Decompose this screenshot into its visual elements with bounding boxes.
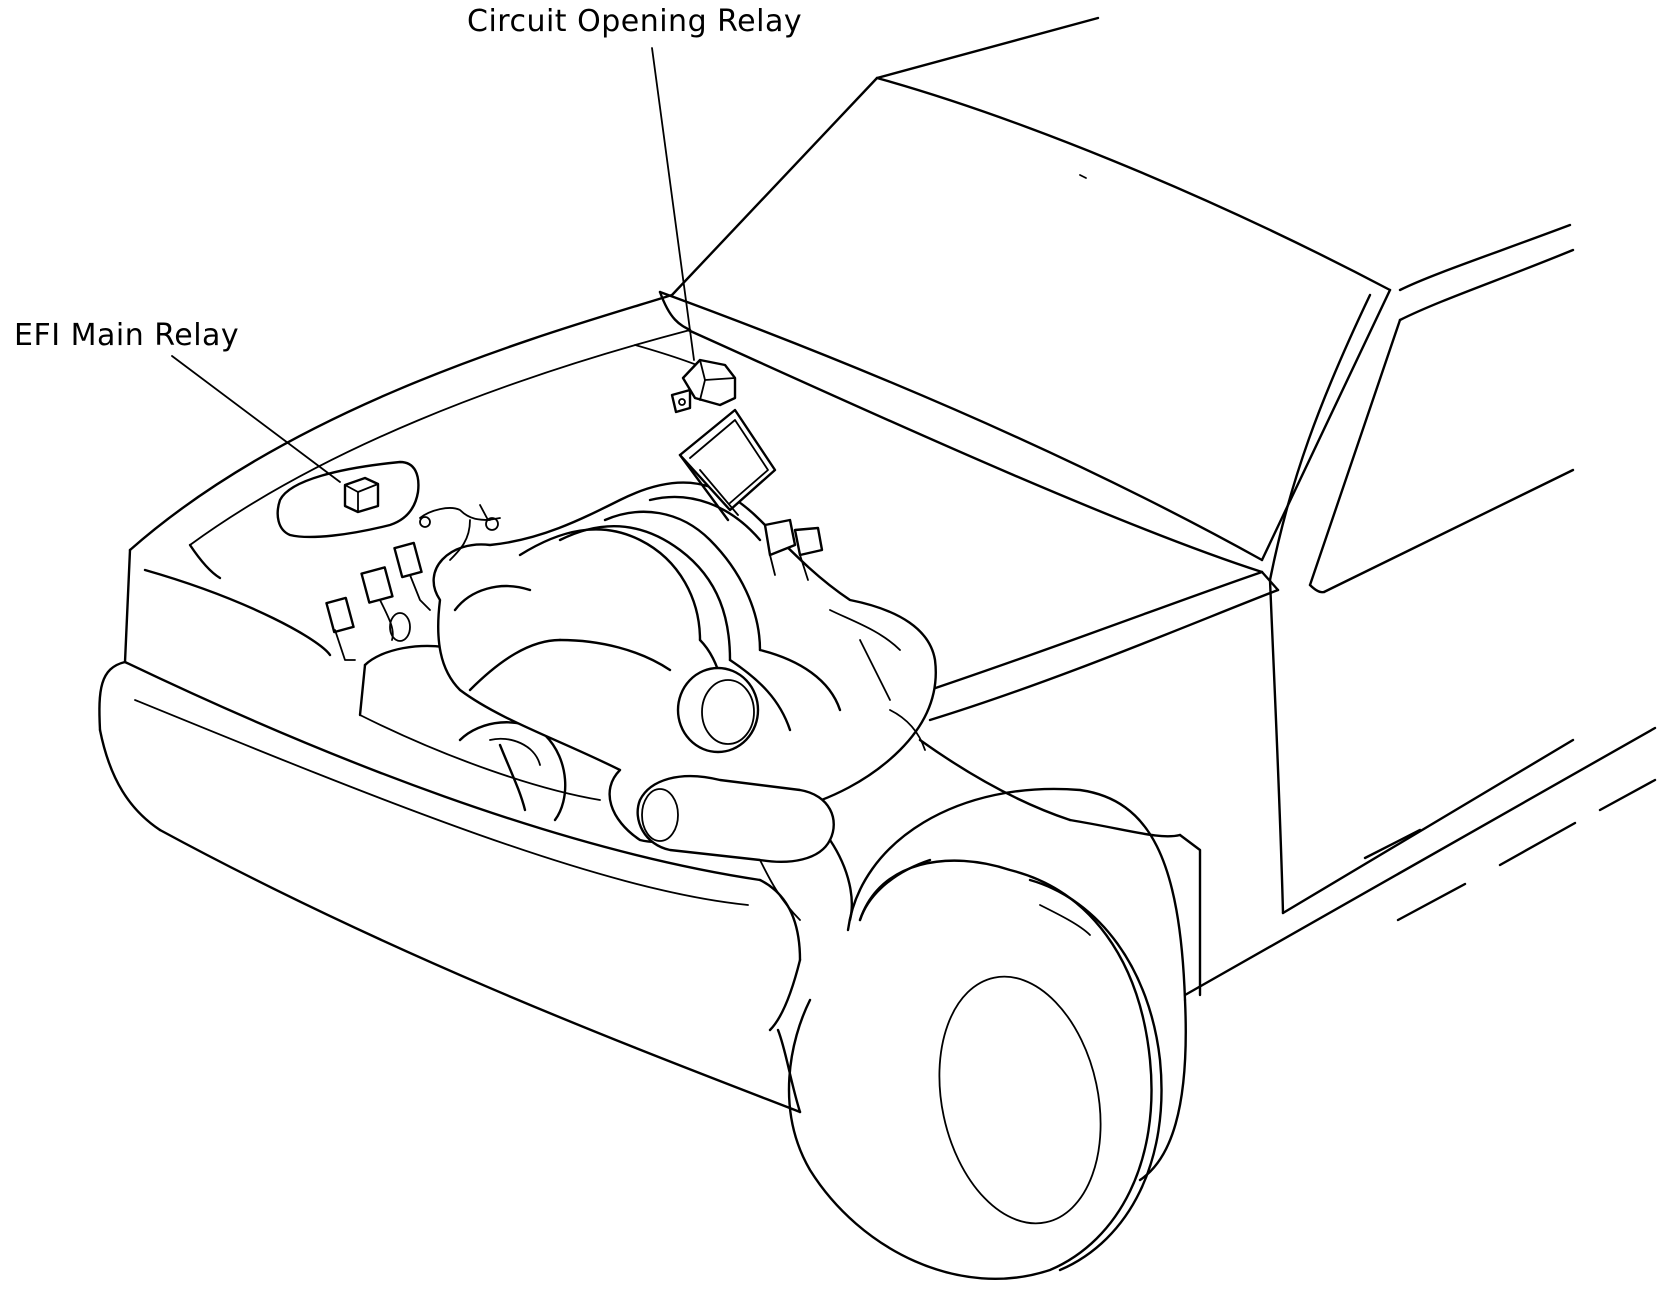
circuit-opening-relay-leader	[651, 47, 695, 361]
tire	[787, 787, 1187, 1280]
cab-side	[1183, 223, 1657, 997]
circuit-opening-relay-part	[670, 358, 737, 414]
circuit-opening-relay-label: Circuit Opening Relay	[467, 4, 803, 39]
efi-main-relay-label: EFI Main Relay	[14, 318, 240, 353]
efi-main-relay-part	[276, 460, 420, 539]
efi-main-relay-leader	[171, 355, 341, 483]
hood	[123, 290, 1264, 664]
windshield	[658, 16, 1392, 562]
misc-components	[325, 504, 824, 661]
ecu-box	[678, 408, 777, 522]
engine	[432, 481, 937, 922]
front-bumper	[98, 660, 802, 1114]
